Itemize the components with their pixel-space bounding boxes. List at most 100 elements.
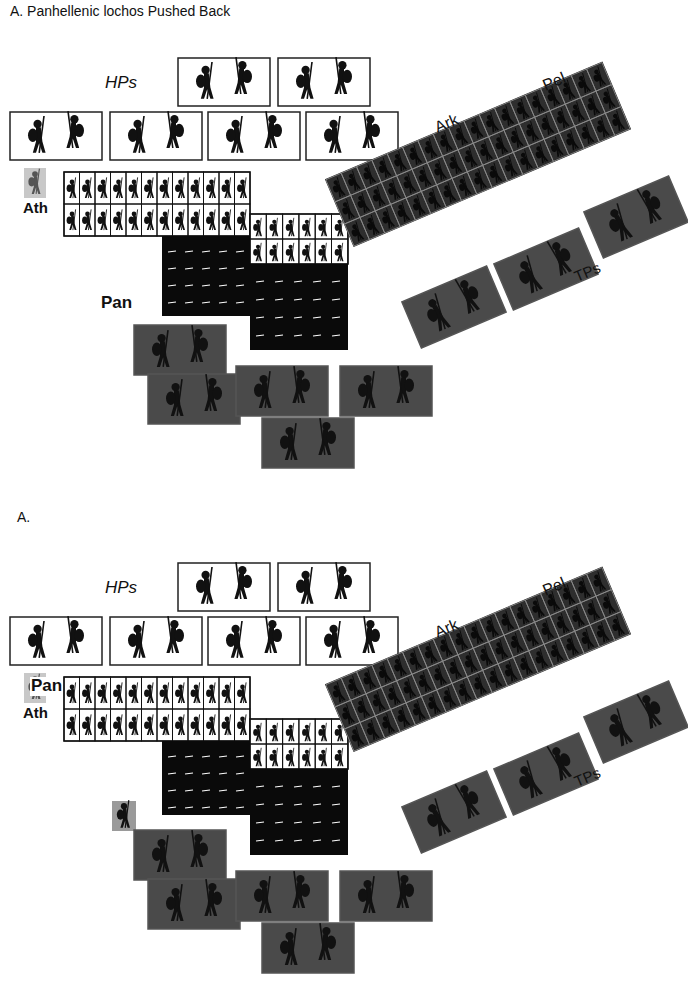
soldier-figure [286, 723, 295, 741]
soldier-figure [501, 661, 517, 683]
soldier-figure [292, 871, 310, 908]
soldier-figure [362, 616, 380, 653]
soldier-figure [67, 714, 77, 735]
soldier-figure [517, 149, 533, 171]
soldier-figure [498, 105, 514, 127]
soldier-figure [385, 684, 401, 706]
soldier-figure [420, 293, 451, 334]
soldier-figure [339, 199, 355, 221]
soldier-figure [302, 748, 311, 766]
soldier-figure [609, 615, 625, 637]
soldier-figure [190, 830, 208, 867]
soldier-figure [335, 218, 344, 236]
soldier-figure [385, 179, 401, 201]
soldier-figure [590, 571, 606, 593]
cavalry-box [178, 57, 270, 106]
soldier-figure [563, 635, 579, 657]
light-infantry-box [340, 366, 432, 416]
soldier-figure [569, 606, 585, 628]
soldier-figure [454, 778, 485, 819]
soldier-figure [280, 928, 298, 965]
soldier-figure [400, 173, 416, 195]
soldier-figure [354, 697, 370, 719]
soldier-figure [498, 610, 514, 632]
soldier-figure [237, 682, 247, 703]
soldier-figure [492, 639, 508, 661]
soldier-figure [175, 177, 185, 198]
soldier-figure [113, 682, 123, 703]
soldier-figure [296, 62, 314, 99]
soldier-figure [590, 66, 606, 88]
soldier-figure [324, 621, 342, 658]
soldier-figure [529, 92, 545, 114]
soldier-figure [391, 151, 407, 173]
soldier-figure [523, 121, 539, 143]
unit-label: Ath [22, 200, 49, 217]
soldier-figure [415, 671, 431, 693]
soldier-figure [144, 714, 154, 735]
cavalry-box [10, 111, 102, 160]
soldier-figure [553, 613, 569, 635]
light-infantry-box [236, 871, 328, 921]
soldier-figure [28, 621, 46, 658]
soldier-figure [477, 645, 493, 667]
soldier-figure [420, 798, 451, 839]
soldier-figure [360, 669, 376, 691]
soldier-figure [455, 680, 471, 702]
soldier-figure [394, 202, 410, 224]
tp-box [584, 176, 688, 258]
soldier-figure [507, 632, 523, 654]
soldier-figure [578, 123, 594, 145]
soldier-figure [471, 169, 487, 191]
soldier-figure [358, 371, 376, 408]
soldier-figure [369, 691, 385, 713]
soldier-figure [334, 562, 352, 599]
soldier-figure [206, 209, 216, 230]
soldier-figure [318, 923, 336, 960]
marker-box [112, 801, 136, 831]
marker-box [24, 168, 46, 198]
soldier-figure [593, 117, 609, 139]
light-infantry-box [340, 871, 432, 921]
soldier-figure [584, 600, 600, 622]
tp-box [584, 681, 688, 763]
soldier-figure [599, 593, 615, 615]
battle-panel [10, 562, 688, 973]
soldier-figure [296, 567, 314, 604]
soldier-figure [471, 674, 487, 696]
soldier-figure [512, 255, 543, 296]
soldier-figure [375, 662, 391, 684]
soldier-figure [636, 688, 667, 729]
ath-formation [64, 677, 250, 741]
soldier-figure [264, 111, 282, 148]
unit-label: Pan [30, 677, 63, 696]
soldier-figure [237, 177, 247, 198]
soldier-figure [609, 110, 625, 132]
soldier-figure [175, 714, 185, 735]
soldier-figure [461, 147, 477, 169]
soldier-figure [440, 687, 456, 709]
soldier-figure [98, 714, 108, 735]
soldier-figure [563, 130, 579, 152]
battle-panel [10, 57, 688, 468]
gap-mark [136, 809, 162, 816]
soldier-figure [339, 704, 355, 726]
soldier-figure [409, 195, 425, 217]
soldier-figure [334, 57, 352, 94]
soldier-figure [348, 726, 364, 748]
soldier-figure [578, 628, 594, 650]
soldier-figure [324, 116, 342, 153]
pan-block [250, 264, 348, 350]
light-infantry-box [148, 879, 240, 929]
soldier-figure [226, 116, 244, 153]
soldier-figure [206, 714, 216, 735]
soldier-figure [128, 621, 146, 658]
pan-block [162, 236, 250, 316]
light-infantry-box [134, 830, 226, 880]
soldier-figure [318, 243, 327, 261]
soldier-figure [335, 723, 344, 741]
soldier-figure [166, 884, 184, 921]
soldier-figure [461, 652, 477, 674]
soldier-figure [160, 209, 170, 230]
